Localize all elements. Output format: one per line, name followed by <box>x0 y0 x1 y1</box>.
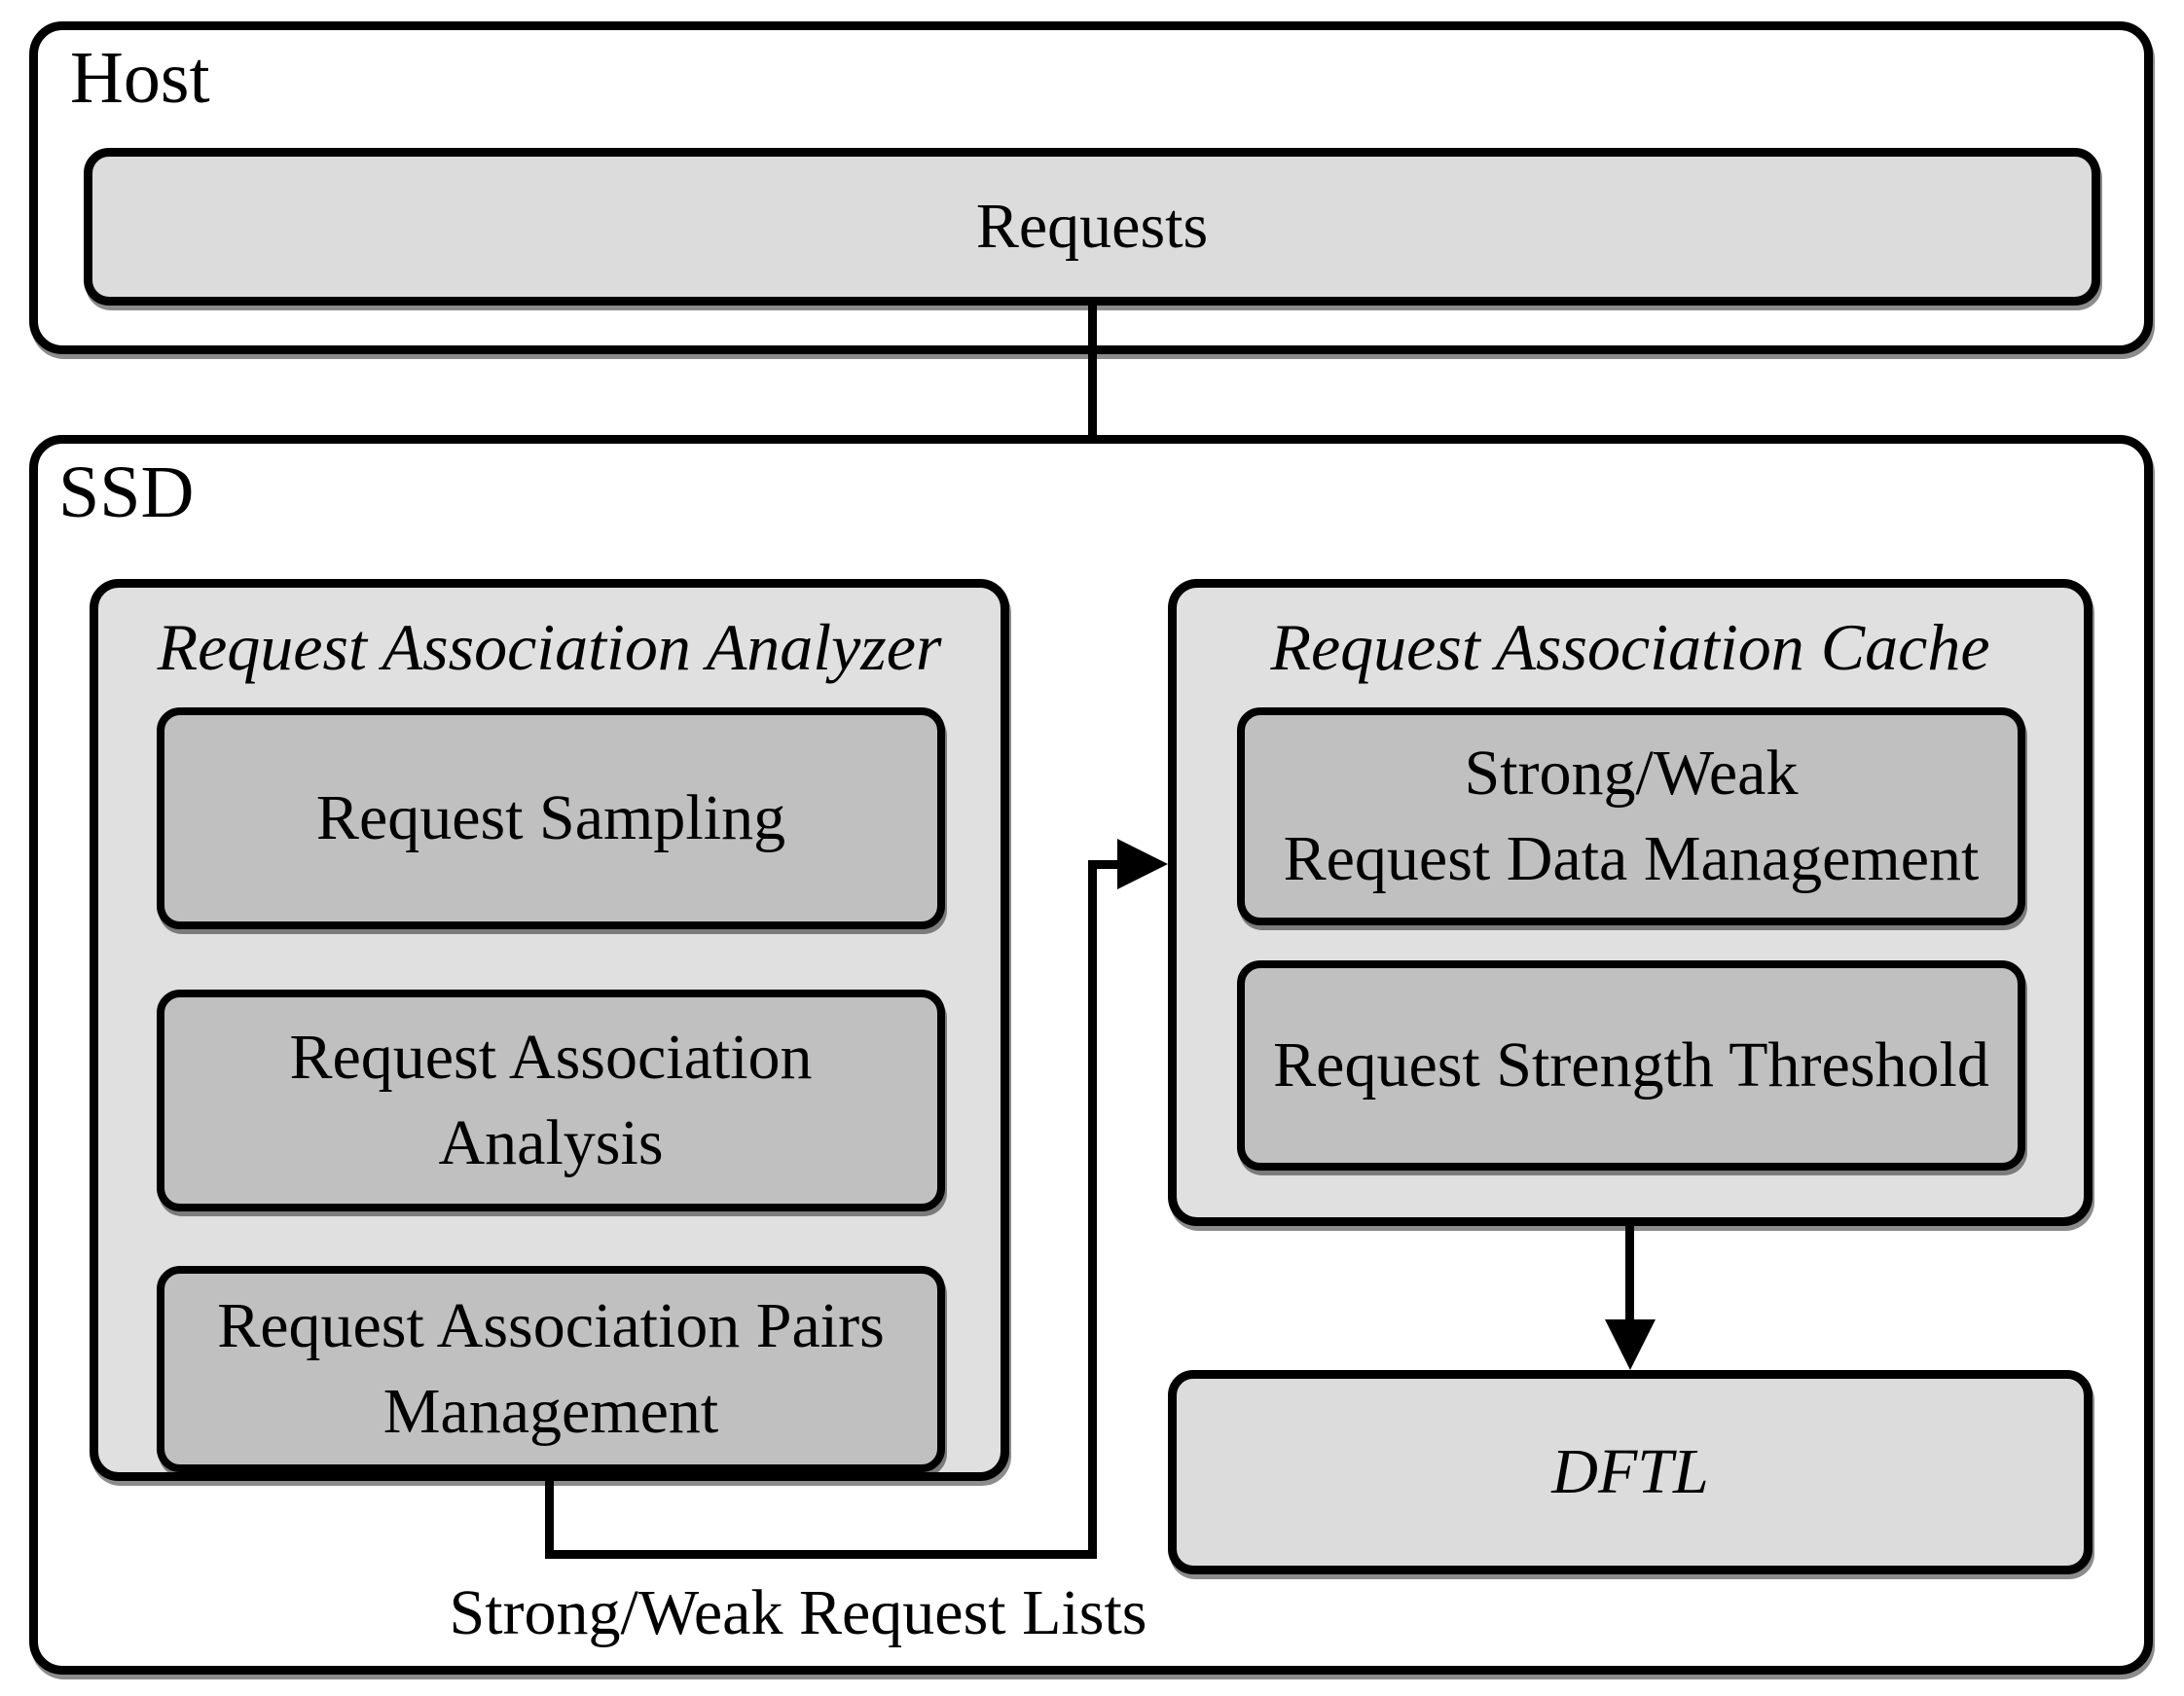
request-association-pairs-line2: Management <box>382 1376 719 1447</box>
dftl-node: DFTL <box>1168 1370 2093 1574</box>
cache-panel: Request Association Cache Strong/Weak Re… <box>1168 579 2093 1226</box>
request-sampling-label: Request Sampling <box>315 782 786 853</box>
request-association-analysis-line2: Analysis <box>438 1107 664 1178</box>
requests-node: Requests <box>84 148 2100 306</box>
request-association-analysis-line1: Request Association <box>289 1022 813 1093</box>
dftl-arrowhead-icon <box>1605 1319 1656 1370</box>
strong-weak-line1: Strong/Weak <box>1464 738 1799 809</box>
analyzer-title: Request Association Analyzer <box>157 610 942 684</box>
analyzer-panel: Request Association Analyzer Request Sam… <box>90 579 1009 1481</box>
request-association-analysis-box: Request Association Analysis <box>157 990 945 1211</box>
lists-down-line <box>545 1481 554 1559</box>
request-sampling-box: Request Sampling <box>157 707 945 929</box>
lists-into-cache-line <box>1088 860 1127 869</box>
request-association-pairs-box: Request Association Pairs Management <box>157 1266 945 1472</box>
strong-weak-data-management-box: Strong/Weak Request Data Management <box>1237 707 2025 925</box>
request-strength-threshold-box: Request Strength Threshold <box>1237 960 2025 1171</box>
cache-title: Request Association Cache <box>1270 610 1990 684</box>
request-strength-threshold-label: Request Strength Threshold <box>1273 1029 1989 1101</box>
request-association-pairs-line1: Request Association Pairs <box>217 1290 885 1361</box>
cache-to-dftl-line <box>1625 1226 1634 1323</box>
strong-weak-request-lists-label: Strong/Weak Request Lists <box>449 1577 1147 1648</box>
host-label: Host <box>70 37 210 119</box>
ssd-label: SSD <box>58 451 195 533</box>
strong-weak-line2: Request Data Management <box>1283 823 1980 894</box>
lists-arrowhead-icon <box>1117 839 1168 889</box>
requests-label: Requests <box>975 191 1209 262</box>
dftl-label: DFTL <box>1551 1436 1709 1507</box>
requests-stem-line <box>1088 306 1097 518</box>
lists-up-line <box>1088 860 1097 1559</box>
lists-bottom-line <box>545 1550 1097 1559</box>
